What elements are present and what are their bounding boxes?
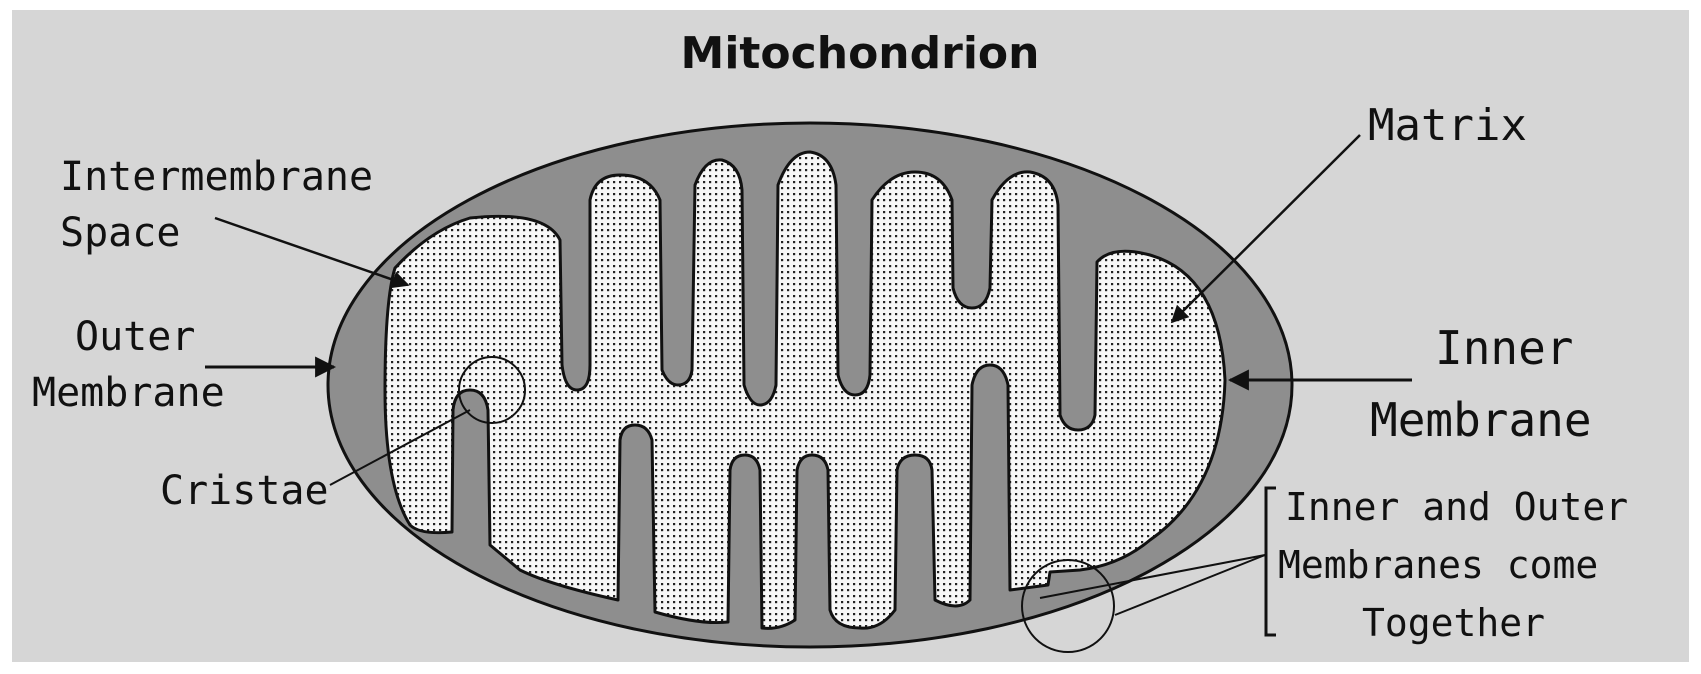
label-matrix: Matrix xyxy=(1368,100,1527,151)
label-outer-line1: Outer xyxy=(75,314,195,360)
label-intermembrane-line1: Intermembrane xyxy=(60,154,373,200)
label-cristae: Cristae xyxy=(160,468,329,514)
diagram-title: Mitochondrion xyxy=(681,28,1040,79)
label-inner-line1: Inner xyxy=(1435,321,1573,375)
label-together-line2: Membranes come xyxy=(1278,543,1598,587)
label-intermembrane-line2: Space xyxy=(60,210,180,256)
label-outer-line2: Membrane xyxy=(32,370,225,416)
label-inner-line2: Membrane xyxy=(1370,393,1592,447)
label-together-line3: Together xyxy=(1362,601,1545,645)
label-together-line1: Inner and Outer xyxy=(1285,485,1628,529)
